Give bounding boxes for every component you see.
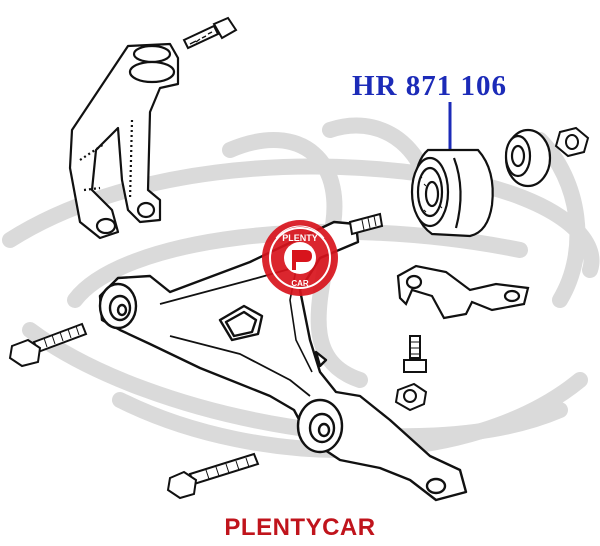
bushing-part [410, 148, 494, 238]
ball-joint-stud [348, 212, 384, 236]
bushing-bracket [396, 264, 530, 320]
part-number-label: HR 871 106 [352, 70, 507, 102]
washer-part [504, 128, 552, 188]
knuckle-bolt [182, 16, 238, 50]
svg-text:PLENTY: PLENTY [282, 233, 318, 243]
steering-knuckle [68, 42, 180, 240]
flange-nut [394, 382, 428, 412]
bracket-bolt [403, 335, 427, 373]
arm-bolt-left [8, 322, 88, 368]
svg-text:CAR: CAR [291, 279, 309, 288]
brand-logo: PLENTY CAR [262, 220, 338, 296]
small-nut [554, 126, 590, 158]
arm-bolt-bottom [166, 452, 260, 500]
brand-name: PLENTYCAR [224, 514, 376, 541]
